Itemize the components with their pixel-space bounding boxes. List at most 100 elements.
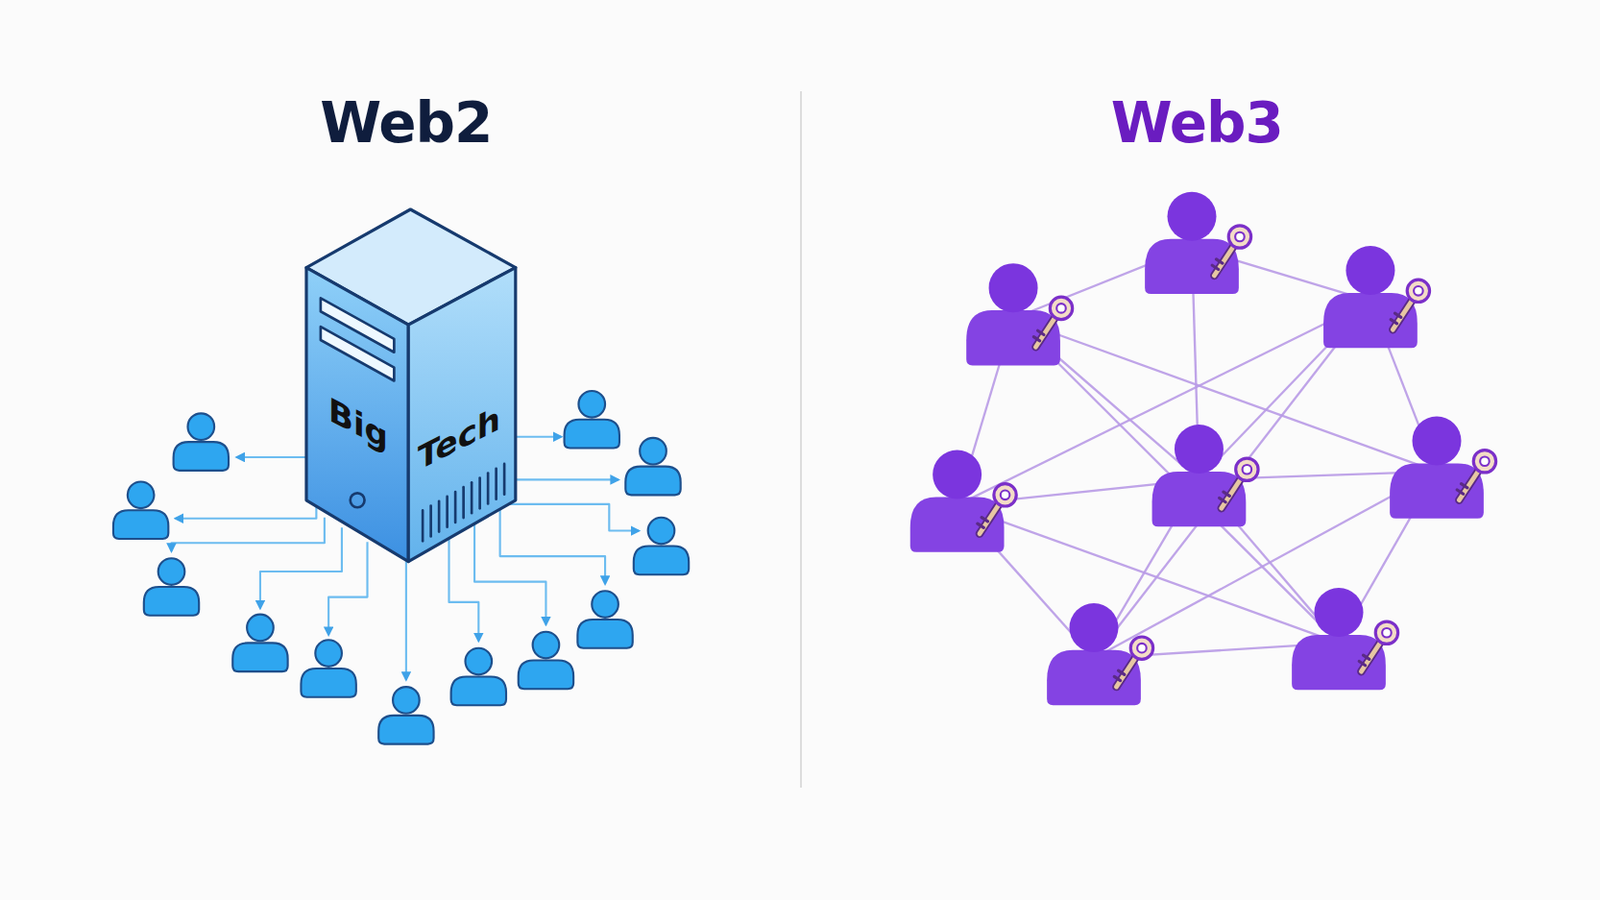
user-body [564,419,620,449]
user-body [577,619,632,649]
peer-head [1069,603,1119,653]
peer-head [932,450,982,500]
key-hole [1056,303,1067,314]
vent-line [494,468,498,500]
peer-head [1314,587,1364,637]
vent-line [478,477,482,509]
user-body [451,676,507,705]
user-head [648,517,676,545]
key-teeth [1390,313,1402,324]
peer-icon [1389,416,1497,519]
key-symbol [1219,458,1259,509]
user-head [246,614,274,642]
peer-icon [1152,424,1260,527]
power-button [349,492,364,508]
key-symbol [1456,450,1496,501]
vent-line [445,496,449,528]
user-icon [518,631,574,690]
user-body [633,545,689,575]
user-head [188,412,216,440]
user-head [127,482,155,510]
peer-icon [1046,603,1154,705]
vent-line [486,472,490,504]
user-icon [378,686,434,745]
peer-link [957,300,1371,506]
user-icon [577,590,632,649]
flow-arrow [328,541,367,635]
peer-head [989,263,1039,313]
key-hole [1381,628,1392,638]
key-hole [1137,643,1147,654]
user-head [578,390,606,418]
server-front [306,266,409,561]
peer-icon [1291,587,1399,690]
key-ring [1130,636,1153,659]
user-body [300,668,356,698]
user-head [392,686,420,714]
user-body [518,659,574,689]
divider-line [800,91,802,788]
user-body [144,586,199,616]
key-teeth [1114,670,1125,681]
web3-users [910,192,1497,705]
key-symbol [1114,636,1153,687]
vent-line [437,501,441,533]
key-hole [1235,232,1245,243]
flow-arrow [237,456,307,459]
key-symbol [1358,621,1398,672]
server-box: BigTech [306,209,516,562]
peer-head [1412,416,1462,466]
key-teeth [1456,484,1468,495]
flow-arrow [500,509,606,584]
key-symbol [1390,279,1430,330]
user-icon [451,648,507,706]
user-body [173,441,229,471]
key-symbol [1033,296,1072,347]
user-body [113,509,169,539]
vent-line [421,509,425,541]
user-icon [173,412,229,471]
vent-line [429,505,433,536]
vent-line [454,491,458,523]
section-heading: Web3 [1111,90,1284,156]
flow-arrow [515,436,562,438]
key-ring [1406,279,1430,302]
peer-links [957,246,1437,658]
key-ring [1228,225,1251,248]
server-side [408,266,516,561]
user-icon [564,390,620,449]
key-hole [1413,286,1424,296]
user-body [378,715,434,745]
key-teeth [1212,259,1223,270]
user-body [625,466,680,496]
flow-arrow [405,560,408,679]
peer-head [1345,245,1395,295]
key-ring [993,484,1017,507]
user-icon [144,557,199,616]
user-head [533,631,560,659]
user-icon [113,482,169,540]
key-symbol [977,484,1017,534]
user-body [232,642,288,672]
user-head [158,557,186,585]
user-head [315,639,342,667]
key-hole [1479,456,1490,466]
scene-group [113,192,1497,745]
key-symbol [1212,225,1251,276]
peer-head [1167,192,1217,242]
key-teeth [1033,330,1044,341]
flow-arrow [515,478,619,481]
flow-arrow [507,504,639,532]
peer-icon [910,450,1018,553]
peer-link [957,505,1339,643]
server-shape [306,209,516,562]
user-icon [300,639,356,698]
key-ring [1375,621,1398,644]
user-icon [625,437,680,496]
key-hole [1242,464,1253,475]
key-ring [1236,458,1259,481]
key-ring [1049,296,1072,319]
